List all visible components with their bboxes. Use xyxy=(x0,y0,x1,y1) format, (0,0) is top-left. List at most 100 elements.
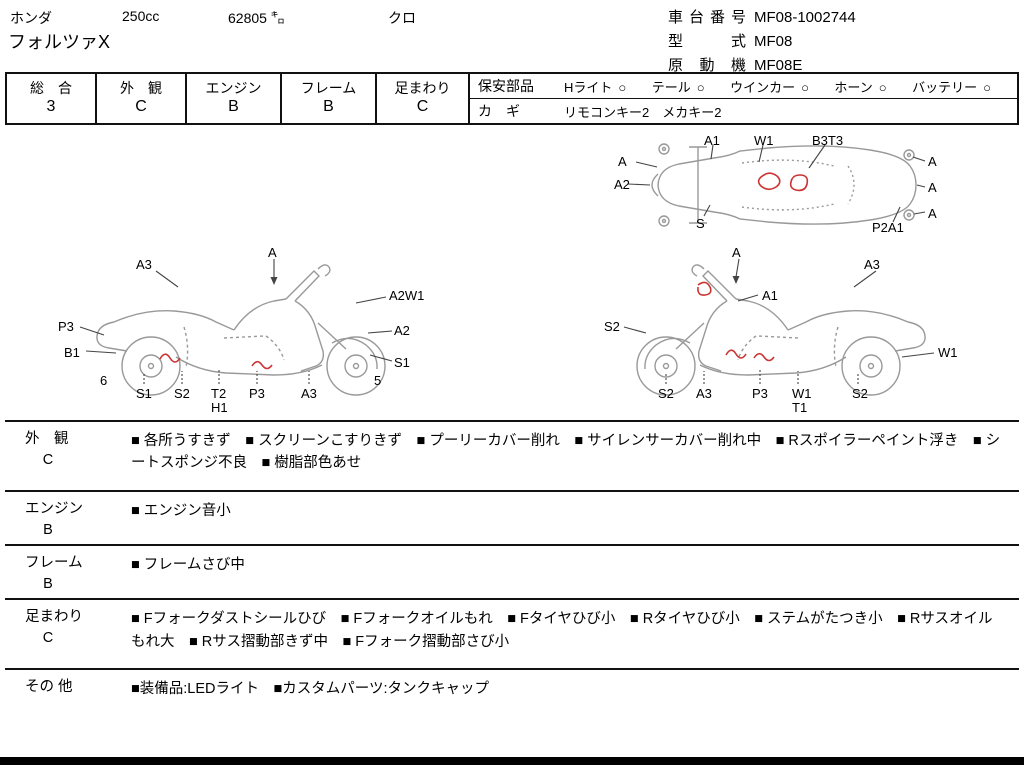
diagram-label: A1 xyxy=(704,133,720,148)
diagram-label: S2 xyxy=(658,386,674,401)
key-row: カ ギ リモコンキー2 メカキー2 xyxy=(470,99,1017,123)
status-circle: ○ xyxy=(983,79,991,95)
diagram-label: A xyxy=(268,245,277,260)
grade-cell: 総 合 3 xyxy=(7,74,97,123)
grade-label: フレーム xyxy=(300,79,357,96)
diagram-label: A3 xyxy=(864,257,880,272)
diagram-label: A1 xyxy=(762,288,778,303)
key-value: リモコンキー2 メカキー2 xyxy=(564,104,722,120)
grade-label: 総 合 xyxy=(30,79,72,96)
grade-cell: 外 観 C xyxy=(97,74,187,123)
note-text: ■ エンジン音小 xyxy=(131,503,231,519)
mileage-value: 62805 xyxy=(228,10,267,26)
diagram-label: A3 xyxy=(136,257,152,272)
diagram-label: 6 xyxy=(100,373,108,388)
grade-value: 3 xyxy=(46,98,56,116)
note-label-column: 足まわり C xyxy=(5,600,125,668)
diagram-label: 5 xyxy=(374,373,382,388)
diagram-label: T1 xyxy=(792,400,808,415)
grade-cell: 足まわり C xyxy=(377,74,470,123)
safety-item: ホーン○ xyxy=(834,77,886,96)
safety-parts-section: 保安部品 Hライト○テール○ウインカー○ホーン○バッテリー○ カ ギ リモコンキ… xyxy=(470,74,1017,123)
leader-lines xyxy=(623,258,935,384)
condition-notes: 外 観 C ■ 各所うすきず ■ スクリーンこすりきず ■ プーリーカバー削れ ■ … xyxy=(5,420,1019,714)
diagram-label: A2W1 xyxy=(389,288,425,303)
diagram-label: A3 xyxy=(696,386,712,401)
status-circle: ○ xyxy=(878,79,887,95)
note-category: 外 観 xyxy=(25,431,69,447)
safety-item-label: ウインカー xyxy=(730,79,796,95)
safety-items: Hライト○テール○ウインカー○ホーン○バッテリー○ xyxy=(564,77,1007,96)
diagram-label: H1 xyxy=(211,400,228,415)
diagram-label: P2A1 xyxy=(872,220,904,235)
note-category: フレーム xyxy=(25,555,83,572)
note-row: その 他 ■装備品:LEDライト ■カスタムパーツ:タンクキャップ xyxy=(5,668,1019,714)
note-grade: C xyxy=(42,629,54,646)
diagram-label: A xyxy=(928,154,937,169)
status-circle: ○ xyxy=(618,79,627,95)
diagram-label: S2 xyxy=(174,386,190,401)
diagram-label: A2 xyxy=(614,177,630,192)
safety-parts-label: 保安部品 xyxy=(478,78,534,94)
model-name: フォルツァX xyxy=(8,32,111,52)
status-circle: ○ xyxy=(696,79,705,95)
model-code-value: MF08 xyxy=(754,33,793,50)
grade-label: 外 観 xyxy=(120,79,162,96)
note-text: ■ 各所うすきず ■ スクリーンこすりきず ■ プーリーカバー削れ ■ サイレン… xyxy=(131,433,1001,472)
note-category: 足まわり xyxy=(25,609,83,626)
safety-item: ウインカー○ xyxy=(730,77,809,96)
diagram-label: A xyxy=(928,206,937,221)
grade-value: C xyxy=(416,98,429,116)
diagram-label: P3 xyxy=(249,386,265,401)
note-grade: B xyxy=(43,575,53,592)
mileage-unit: ㌔ xyxy=(270,10,285,26)
safety-parts-row: 保安部品 Hライト○テール○ウインカー○ホーン○バッテリー○ xyxy=(470,74,1017,99)
model-code-label: 型 式 xyxy=(668,33,746,50)
safety-item: バッテリー○ xyxy=(912,77,991,96)
note-grade: B xyxy=(43,521,53,538)
note-grade: C xyxy=(42,451,54,468)
motorcycle-side-view-left-drawing xyxy=(79,259,393,396)
leader-lines xyxy=(627,144,926,223)
diagram-label: W1 xyxy=(754,133,774,148)
note-row: 外 観 C ■ 各所うすきず ■ スクリーンこすりきず ■ プーリーカバー削れ ■ … xyxy=(5,420,1019,490)
diagram-label: S xyxy=(696,216,705,231)
diagram-label: A3 xyxy=(301,386,317,401)
diagram-label: B1 xyxy=(64,345,80,360)
diagram-label: S1 xyxy=(136,386,152,401)
safety-item: テール○ xyxy=(652,77,705,96)
engine-code-value: MF08E xyxy=(754,57,803,74)
note-text: ■ フレームさび中 xyxy=(131,557,245,574)
grade-value: C xyxy=(135,98,147,116)
note-text: ■装備品:LEDライト ■カスタムパーツ:タンクキャップ xyxy=(131,681,489,698)
diagram-label: S2 xyxy=(852,386,868,401)
body-color: クロ xyxy=(388,10,416,26)
diagram-label: A xyxy=(732,245,741,260)
leader-lines xyxy=(79,259,393,384)
key-label: カ ギ xyxy=(478,103,520,119)
diagram-label: P3 xyxy=(752,386,768,401)
diagram-label: A xyxy=(618,154,627,169)
displacement: 250cc xyxy=(122,8,160,24)
note-label-column: その 他 xyxy=(5,670,125,714)
note-row: フレーム B ■ フレームさび中 xyxy=(5,544,1019,598)
grade-label: 足まわり xyxy=(394,79,451,96)
diagram-label: W1 xyxy=(792,386,812,401)
diagram-label: A xyxy=(928,180,937,195)
diagram-label: W1 xyxy=(938,345,958,360)
grade-label: エンジン xyxy=(205,79,262,96)
diagram-label: A2 xyxy=(394,323,410,338)
mileage: 62805 ㌔ xyxy=(228,8,285,28)
note-category: その 他 xyxy=(25,679,73,696)
